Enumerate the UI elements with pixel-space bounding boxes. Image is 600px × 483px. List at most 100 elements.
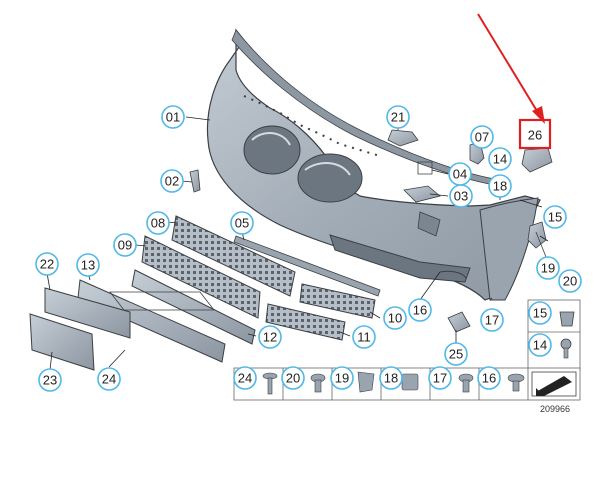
bracket-25 [447, 311, 471, 333]
callout-circle [352, 325, 376, 349]
plate-holder-22 [44, 287, 131, 339]
callout-circle [428, 366, 452, 390]
callout-label: 15 [548, 210, 562, 225]
callout-circle [113, 233, 137, 257]
callout-circle [480, 308, 504, 332]
callout-c20: 20 [558, 269, 582, 293]
callout-circle [383, 306, 407, 330]
callout-c24: 24 [97, 367, 121, 391]
plate-base-23 [29, 313, 95, 371]
callout-c09: 09 [113, 233, 137, 257]
callout-circle [528, 333, 552, 357]
highlight-arrow [477, 13, 545, 124]
callout-c01: 01 [161, 105, 185, 129]
callout-c16: 16 [408, 298, 432, 322]
callout-label: 03 [454, 189, 468, 204]
side-grille-10 [299, 283, 376, 319]
callout-circle [386, 105, 410, 129]
callout-label: 08 [151, 216, 165, 231]
upper-grille-08 [171, 215, 296, 297]
callout-label: 04 [453, 167, 467, 182]
callout-c08: 08 [146, 211, 170, 235]
callout-fastener_17: 17 [428, 366, 452, 390]
callout-label: 24 [102, 372, 116, 387]
callout-circle [477, 366, 501, 390]
callout-label: 17 [485, 313, 499, 328]
callout-c25: 25 [444, 342, 468, 366]
callout-c13: 13 [76, 253, 100, 277]
callout-circle [543, 205, 567, 229]
callout-fastener_18: 18 [379, 366, 403, 390]
callout-circle [470, 125, 494, 149]
callout-label: 16 [413, 303, 427, 318]
callout-circle [161, 105, 185, 129]
callout-label: 15 [533, 306, 547, 321]
callout-c07: 07 [470, 125, 494, 149]
callout-circle [97, 367, 121, 391]
callout-label: 20 [286, 371, 300, 386]
callout-c15b: 15 [528, 301, 552, 325]
callout-circle [233, 366, 257, 390]
callout-circle [258, 325, 282, 349]
reference-number: 209966 [540, 404, 570, 414]
callout-c26: 26 [528, 128, 542, 143]
callout-circle [558, 269, 582, 293]
callout-fastener_19: 19 [330, 366, 354, 390]
callout-circle [488, 147, 512, 171]
callout-c22: 22 [35, 252, 59, 276]
callout-label: 17 [433, 371, 447, 386]
callout-label: 20 [563, 274, 577, 289]
clip-02 [189, 169, 201, 193]
center-grille-11 [265, 303, 346, 341]
callout-c11: 11 [352, 325, 376, 349]
callout-label: 13 [81, 258, 95, 273]
callout-label: 25 [449, 347, 463, 362]
callout-label: 26 [528, 128, 542, 143]
callout-label: 09 [118, 238, 132, 253]
callout-c15a: 15 [543, 205, 567, 229]
bracket-03 [403, 185, 441, 203]
callout-fastener_16: 16 [477, 366, 501, 390]
callout-label: 07 [475, 130, 489, 145]
trim-strip-05 [233, 235, 381, 297]
callout-label: 05 [235, 216, 249, 231]
callout-label: 19 [541, 261, 555, 276]
callout-c21: 21 [386, 105, 410, 129]
callout-circle [330, 366, 354, 390]
callout-circle [76, 253, 100, 277]
callout-label: 01 [166, 110, 180, 125]
callout-label: 10 [388, 311, 402, 326]
callout-c12: 12 [258, 325, 282, 349]
callout-c04: 04 [448, 162, 472, 186]
front-bumper-shell [206, 28, 541, 301]
callout-label: 21 [391, 110, 405, 125]
trim-13 [77, 279, 226, 363]
bracket-26 [521, 147, 553, 173]
callouts: 01 02 03 04 05 07 08 09 10 11 12 13 14 14 15 15 16 17 18 19… [35, 105, 582, 392]
callout-c18: 18 [488, 174, 512, 198]
callout-circle [146, 211, 170, 235]
callout-circle [536, 256, 560, 280]
bracket-13-frame [109, 291, 215, 311]
callout-label: 18 [384, 371, 398, 386]
callout-circle [488, 174, 512, 198]
callout-label: 16 [482, 371, 496, 386]
callout-fastener_24: 24 [233, 366, 257, 390]
callout-label: 11 [357, 330, 371, 345]
callout-c14b: 14 [528, 333, 552, 357]
callout-circle [160, 169, 184, 193]
callout-circle [281, 366, 305, 390]
bracket-21 [387, 129, 419, 147]
callout-c02: 02 [160, 169, 184, 193]
callout-circle [230, 211, 254, 235]
callout-circle [528, 301, 552, 325]
callout-c14a: 14 [488, 147, 512, 171]
callout-circle [408, 298, 432, 322]
callout-circle [38, 368, 62, 392]
callout-label: 24 [238, 371, 252, 386]
clip-04 [417, 161, 433, 175]
callout-label: 23 [43, 373, 57, 388]
callout-label: 14 [493, 152, 507, 167]
